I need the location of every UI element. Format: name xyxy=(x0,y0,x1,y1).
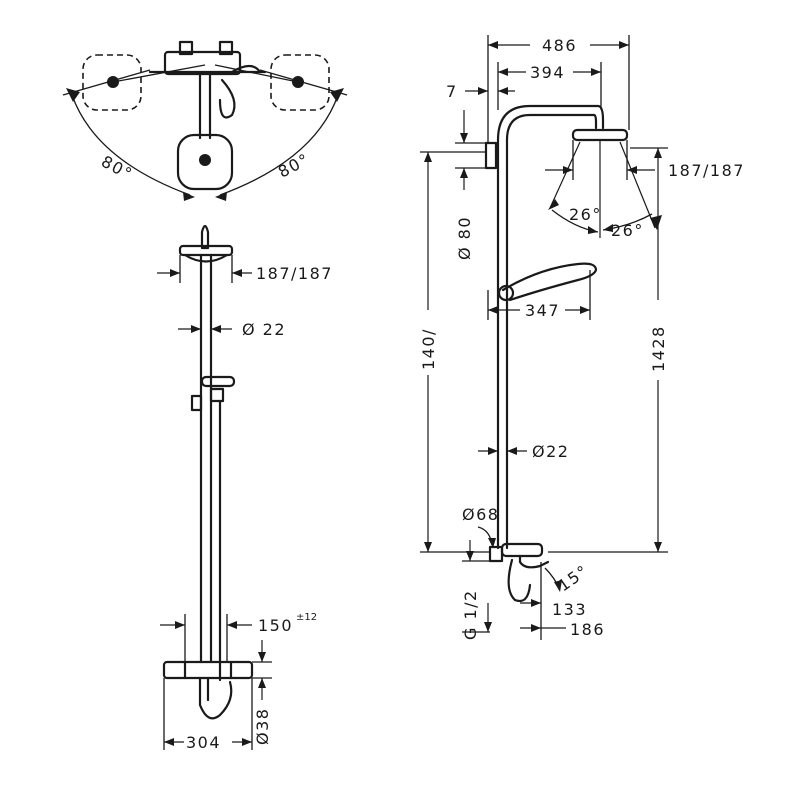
front-mixer-bar xyxy=(162,660,254,680)
arm-length-label: 394 xyxy=(530,63,565,82)
right-rotation-arc xyxy=(219,94,339,196)
side-hand-shower xyxy=(501,262,598,302)
flange-dia-label: Ø68 xyxy=(462,505,499,524)
side-view: 26° 26° 486 394 7 Ø 80 xyxy=(419,35,745,640)
overall-width-label: 486 xyxy=(542,36,577,55)
spray-angle-right-label: 26° xyxy=(611,221,644,240)
spray-angle-left-label: 26° xyxy=(569,205,602,224)
side-pipe-dia-label: Ø22 xyxy=(532,442,569,461)
front-pipe-dia-label: Ø 22 xyxy=(242,320,286,339)
riser-height-label: 1428 xyxy=(649,325,668,372)
mixer-top xyxy=(163,50,242,76)
left-handle-rotated xyxy=(82,54,142,111)
wall-bracket xyxy=(484,141,498,170)
front-head-width-label: 187/187 xyxy=(256,264,333,283)
head-plan xyxy=(176,133,234,191)
front-bar-dia-label: Ø38 xyxy=(253,708,272,745)
left-rotation-arc xyxy=(71,94,191,196)
side-mixer xyxy=(488,545,504,563)
spout-reach-short-label: 133 xyxy=(552,600,587,619)
mount-dia-label: Ø 80 xyxy=(455,216,474,260)
right-handle-rotated xyxy=(270,54,330,111)
front-outlet-offset-label: 150 xyxy=(258,616,293,635)
right-angle-label: 80° xyxy=(275,149,313,181)
connection-thread-label: G 1/2 xyxy=(461,589,480,640)
front-outlet-tolerance-label: ±12 xyxy=(296,612,317,623)
side-head xyxy=(571,128,629,142)
wall-offset-label: 7 xyxy=(446,82,458,101)
side-head-width-label: 187/187 xyxy=(668,161,745,180)
overall-height-label: 140/ xyxy=(419,328,438,370)
front-hand-shower xyxy=(200,375,236,388)
front-view: 187/187 Ø 22 150 ±12 Ø38 304 xyxy=(157,224,333,752)
top-view: 80° 80° xyxy=(62,40,348,201)
hand-shower-reach-label: 347 xyxy=(525,301,560,320)
front-head xyxy=(178,244,234,257)
front-bar-width-label: 304 xyxy=(186,733,221,752)
left-angle-label: 80° xyxy=(98,152,136,184)
spout-reach-long-label: 186 xyxy=(570,620,605,639)
